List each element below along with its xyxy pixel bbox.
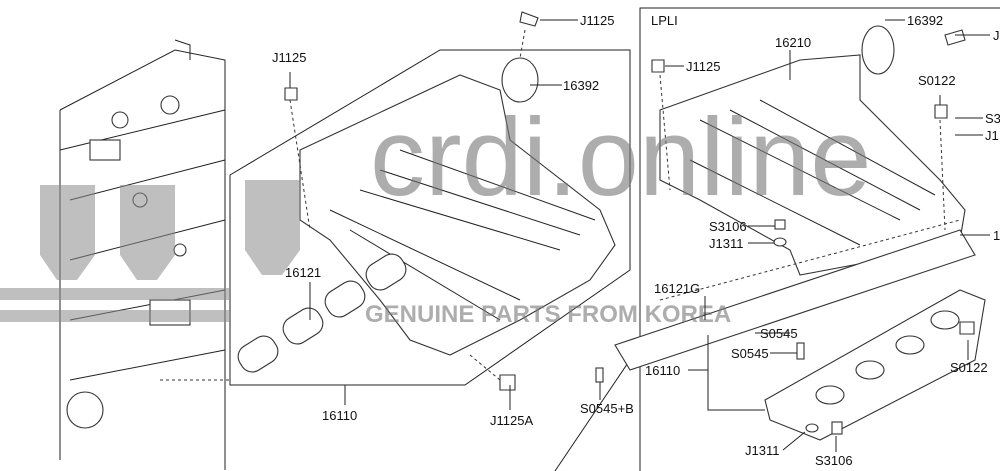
- callout-s0545-b: S0545: [731, 346, 769, 361]
- callout-j1-cut: J1: [985, 128, 999, 143]
- section-label-lpli: LPLI: [651, 13, 678, 28]
- callout-16392-right: 16392: [907, 13, 943, 28]
- callout-s3-cut: S3: [985, 111, 1000, 126]
- callout-s0122-bottom: S0122: [950, 360, 988, 375]
- callout-s0545b: S0545+B: [580, 401, 634, 416]
- callout-bolt-top-cut: J: [993, 28, 1000, 43]
- watermark-tagline: GENUINE PARTS FROM KOREA: [365, 301, 731, 328]
- o-ring-16392: [501, 57, 539, 103]
- callout-s3106: S3106: [709, 219, 747, 234]
- callout-gasket-cut: 1: [993, 228, 1000, 243]
- callout-16121: 16121: [285, 265, 321, 280]
- callout-16110: 16110: [322, 408, 357, 423]
- right-group-frame: [554, 7, 1000, 471]
- right-intake-drawing: [651, 25, 966, 301]
- callout-16392: 16392: [563, 78, 599, 93]
- o-ring-16392-right: [861, 25, 895, 75]
- callout-16110-right: 16110: [645, 363, 680, 378]
- callout-j1311: J1311: [709, 236, 743, 251]
- watermark-logo: [0, 180, 300, 322]
- callout-j1311-bottom: J1311: [745, 443, 779, 458]
- callout-j1125-right: J1125: [686, 59, 720, 74]
- callout-j1125a: J1125A: [490, 413, 533, 428]
- watermark-site: crdi.online: [370, 96, 871, 219]
- callout-j1125-left: J1125: [272, 50, 306, 65]
- washer-j1311: [773, 237, 787, 247]
- callout-16210: 16210: [775, 35, 811, 50]
- nut-s3106: [774, 219, 786, 230]
- callout-s3106-bottom: S3106: [815, 453, 853, 468]
- right-exhaust-drawing: [595, 229, 986, 441]
- gasket-16121-drawing: [237, 253, 407, 373]
- callout-j1125-top: J1125: [580, 13, 614, 28]
- left-group-frame: [229, 49, 631, 386]
- callout-s0122-top: S0122: [918, 73, 956, 88]
- callout-s0545-a: S0545: [760, 326, 798, 341]
- callout-16121g: 16121G: [654, 281, 700, 296]
